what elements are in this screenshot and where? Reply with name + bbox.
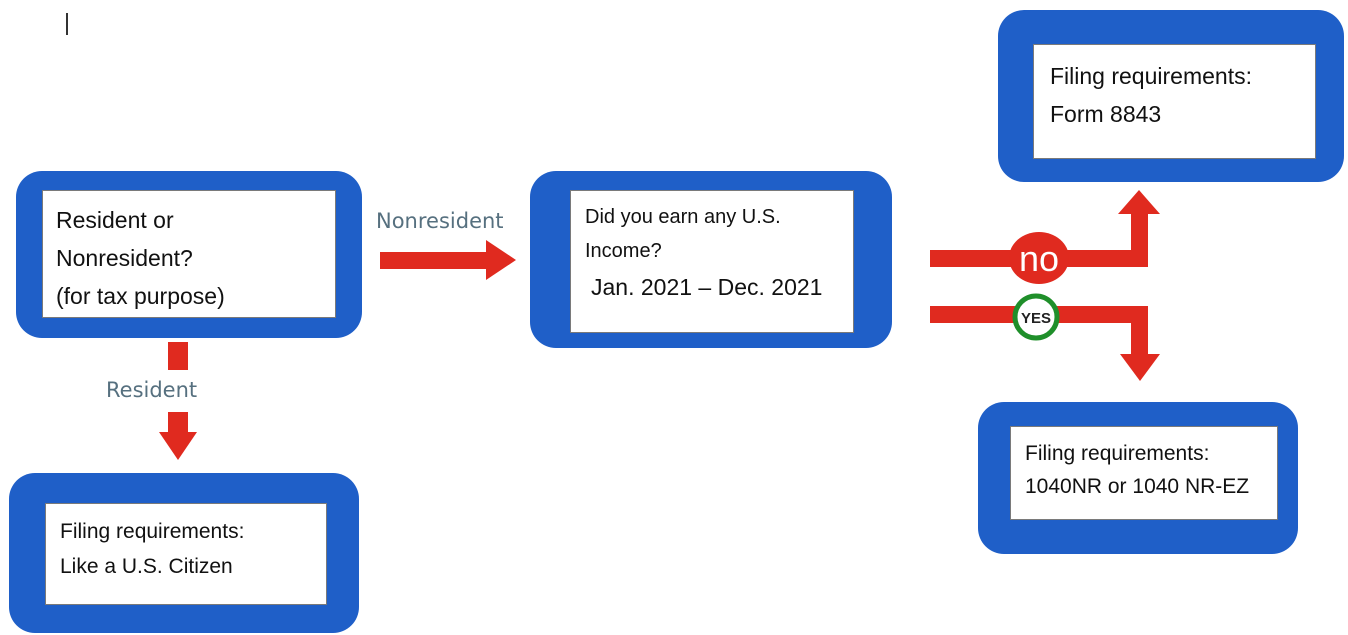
income-question-line-1: Did you earn any U.S. xyxy=(585,206,781,228)
residency-question-line-3: (for tax purpose) xyxy=(56,283,225,309)
income-question-node: Did you earn any U.S. Income? Jan. 2021 … xyxy=(530,171,892,348)
like-citizen-line-2: Like a U.S. Citizen xyxy=(60,555,233,578)
like-citizen-line-1: Filing requirements: xyxy=(60,520,245,543)
form-8843-text-box: Filing requirements: Form 8843 xyxy=(1033,44,1316,159)
resident-edge-label: Resident xyxy=(106,378,198,402)
arrow-resident xyxy=(159,342,197,460)
income-question-line-2: Income? xyxy=(585,240,662,262)
income-question-text-box: Did you earn any U.S. Income? Jan. 2021 … xyxy=(570,190,854,333)
form-1040nr-line-1: Filing requirements: xyxy=(1025,442,1210,465)
text-cursor-mark xyxy=(66,13,68,35)
income-question-line-3: Jan. 2021 – Dec. 2021 xyxy=(591,274,823,300)
form-1040nr-text-box: Filing requirements: 1040NR or 1040 NR-E… xyxy=(1010,426,1278,520)
yes-badge: YES xyxy=(1012,293,1060,341)
residency-question-node: Resident or Nonresident? (for tax purpos… xyxy=(16,171,362,338)
no-badge-label: no xyxy=(1019,238,1059,279)
nonresident-edge-label: Nonresident xyxy=(376,209,504,233)
form-8843-line-1: Filing requirements: xyxy=(1050,63,1252,89)
form-8843-node: Filing requirements: Form 8843 xyxy=(998,10,1344,182)
residency-question-line-2: Nonresident? xyxy=(56,245,193,271)
form-1040nr-line-2: 1040NR or 1040 NR-EZ xyxy=(1025,475,1250,498)
form-1040nr-node: Filing requirements: 1040NR or 1040 NR-E… xyxy=(978,402,1298,554)
residency-question-text-box: Resident or Nonresident? (for tax purpos… xyxy=(42,190,336,318)
yes-badge-label: YES xyxy=(1021,310,1051,327)
like-citizen-node: Filing requirements: Like a U.S. Citizen xyxy=(9,473,359,633)
no-badge: no xyxy=(1009,232,1069,284)
form-8843-line-2: Form 8843 xyxy=(1050,101,1162,127)
arrow-nonresident xyxy=(380,240,516,280)
like-citizen-text-box: Filing requirements: Like a U.S. Citizen xyxy=(45,503,327,605)
residency-question-line-1: Resident or xyxy=(56,207,174,233)
